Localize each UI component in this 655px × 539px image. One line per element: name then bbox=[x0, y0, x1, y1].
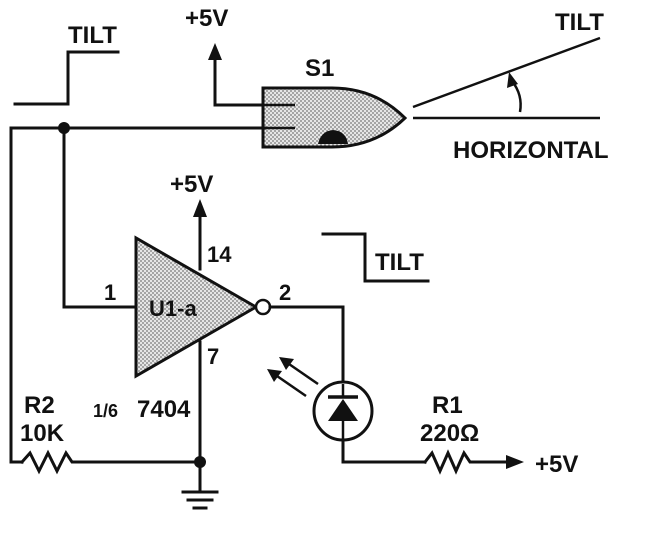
ground-icon bbox=[181, 490, 219, 510]
vcc-label-mid: +5V bbox=[170, 171, 213, 198]
tilt-waveform-top-left bbox=[13, 50, 120, 106]
gate-label: U1-a bbox=[149, 296, 197, 321]
gate-part-label: 7404 bbox=[137, 396, 191, 423]
vcc-label-right: +5V bbox=[535, 451, 578, 478]
led-icon bbox=[312, 380, 374, 442]
vcc-arrow-gate bbox=[193, 199, 207, 271]
tilt-label-top-left: TILT bbox=[68, 22, 117, 49]
pin-out-label: 2 bbox=[279, 280, 291, 305]
tilt-label-mid: TILT bbox=[375, 249, 424, 276]
mercury-tilt-switch-icon bbox=[261, 86, 408, 149]
r1-value-label: 220Ω bbox=[420, 420, 479, 447]
resistor-r1-icon bbox=[422, 449, 524, 475]
output-wire bbox=[268, 305, 345, 386]
pin-vcc-label: 14 bbox=[207, 242, 232, 267]
vcc-arrow-switch bbox=[208, 43, 267, 107]
tilt-waveform-mid bbox=[321, 232, 430, 283]
inverter-gate-icon bbox=[134, 235, 272, 379]
vcc-label-top: +5V bbox=[185, 5, 228, 32]
horizontal-label: HORIZONTAL bbox=[453, 137, 609, 164]
input-bus-wiring bbox=[9, 122, 267, 464]
tilt-label-top-right: TILT bbox=[555, 9, 604, 36]
switch-label: S1 bbox=[305, 55, 334, 82]
tilt-angle-lines bbox=[412, 36, 601, 120]
junction-dot-input bbox=[58, 122, 70, 134]
led-to-r1-wire bbox=[341, 438, 427, 464]
pin-gnd-label: 7 bbox=[207, 344, 219, 369]
r2-value-label: 10K bbox=[20, 420, 65, 447]
r1-name-label: R1 bbox=[432, 392, 463, 419]
pin-in-label: 1 bbox=[104, 280, 116, 305]
light-emission-arrows bbox=[267, 357, 319, 398]
resistor-icon bbox=[19, 449, 202, 475]
r2-name-label: R2 bbox=[24, 392, 55, 419]
gate-fraction-label: 1/6 bbox=[93, 401, 118, 421]
gate-ground-wire bbox=[194, 340, 206, 494]
